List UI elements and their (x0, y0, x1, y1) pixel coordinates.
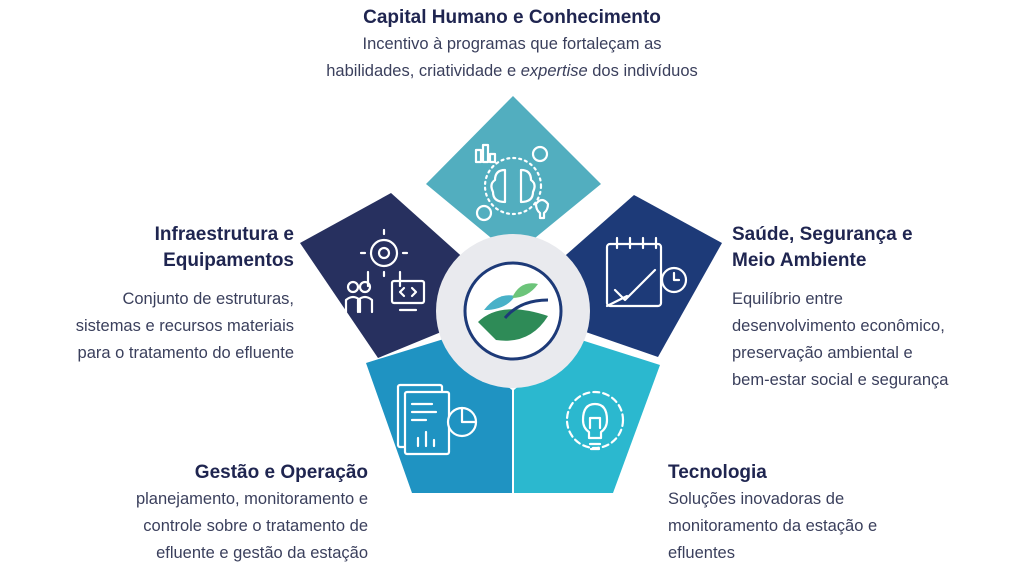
desc-line: desenvolvimento econômico, (732, 317, 945, 335)
section-right-desc: Equilíbrio entre desenvolvimento econômi… (732, 286, 1022, 394)
desc-line: sistemas e recursos materiais (75, 317, 294, 335)
desc-line: efluente e gestão da estação (156, 544, 368, 562)
section-top: Capital Humano e Conhecimento Incentivo … (232, 5, 792, 85)
brain-network-icon (474, 143, 550, 222)
section-right-title: Saúde, Segurança e Meio Ambiente (732, 222, 1022, 274)
section-right: Saúde, Segurança e Meio Ambiente Equilíb… (732, 222, 1022, 394)
gear-people-computer-icon (344, 228, 426, 314)
section-bottom-right-desc: Soluções inovadoras de monitoramento da … (668, 486, 988, 567)
leaf-hand-logo (478, 283, 549, 341)
section-top-desc-line1: Incentivo à programas que fortaleçam as (362, 35, 662, 53)
section-bottom-right-title: Tecnologia (668, 462, 767, 483)
title-line: Infraestrutura e (154, 224, 294, 245)
segment-right (558, 195, 722, 357)
title-line: Equipamentos (163, 250, 294, 271)
desc-line: bem-estar social e segurança (732, 371, 949, 389)
desc-line: Soluções inovadoras de (668, 490, 845, 508)
desc-line: para o tratamento do efluente (77, 344, 294, 362)
title-line: Meio Ambiente (732, 250, 867, 271)
segment-top (426, 96, 601, 256)
desc-text: dos indivíduos (587, 62, 698, 80)
section-bottom-left: Gestão e Operação planejamento, monitora… (20, 460, 368, 567)
desc-line: controle sobre o tratamento de (143, 517, 368, 535)
desc-line: planejamento, monitoramento e (135, 490, 368, 508)
section-left-title: Infraestrutura e Equipamentos (10, 222, 294, 274)
lightbulb-gear-icon (565, 390, 625, 451)
section-top-desc: Incentivo à programas que fortaleçam as … (232, 31, 792, 85)
desc-line: preservação ambiental e (732, 344, 913, 362)
title-line: Saúde, Segurança e (732, 224, 913, 245)
section-bottom-left-desc: planejamento, monitoramento e controle s… (20, 486, 368, 567)
section-top-desc-line2: habilidades, criatividade e expertise do… (232, 58, 792, 85)
section-left: Infraestrutura e Equipamentos Conjunto d… (10, 222, 294, 367)
desc-line: monitoramento da estação e (668, 517, 878, 535)
calendar-check-icon (605, 236, 688, 308)
section-bottom-left-title: Gestão e Operação (194, 462, 368, 483)
section-top-title: Capital Humano e Conhecimento (363, 7, 661, 28)
desc-text: habilidades, criatividade e (326, 62, 521, 80)
report-chart-icon (396, 383, 478, 456)
section-left-desc: Conjunto de estruturas, sistemas e recur… (10, 286, 294, 367)
desc-line: Conjunto de estruturas, (122, 290, 294, 308)
desc-line: Equilíbrio entre (732, 290, 843, 308)
section-bottom-right: Tecnologia Soluções inovadoras de monito… (668, 460, 988, 567)
desc-line: efluentes (668, 544, 735, 562)
desc-emphasis: expertise (520, 62, 588, 80)
